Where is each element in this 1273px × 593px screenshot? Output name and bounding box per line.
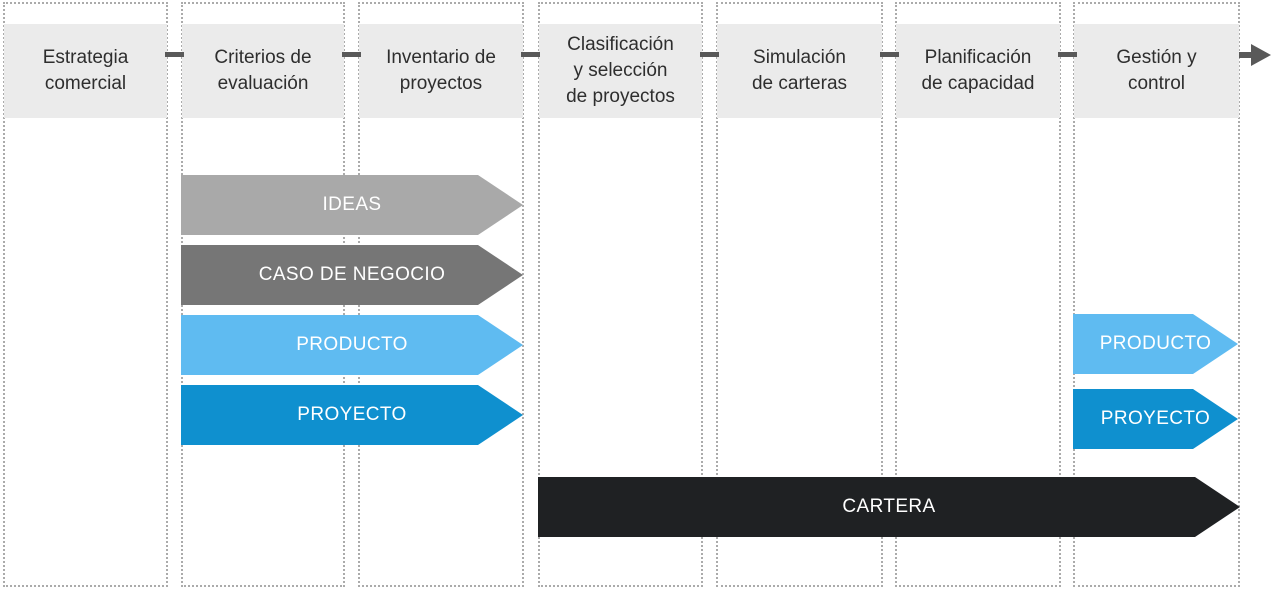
arrow-right-icon	[1239, 52, 1254, 58]
stage-header-planificacion-de-capacidad: Planificación de capacidad	[896, 24, 1060, 118]
bar-label: PRODUCTO	[296, 334, 408, 355]
connector-dash-icon	[880, 52, 899, 57]
column-clasificacion-y-seleccion: Clasificación y selección de proyectos	[538, 2, 703, 587]
bar-producto-left: PRODUCTO	[181, 315, 523, 375]
arrow-right-icon	[1251, 44, 1271, 66]
bar-label: CASO DE NEGOCIO	[258, 264, 446, 285]
stage-header-estrategia-comercial: Estrategia comercial	[4, 24, 167, 118]
connector-dash-icon	[1058, 52, 1077, 57]
bar-label: PRODUCTO	[1099, 333, 1212, 354]
bar-cartera: CARTERA	[538, 477, 1240, 537]
bar-caso-de-negocio: CASO DE NEGOCIO	[181, 245, 523, 305]
column-estrategia-comercial: Estrategia comercial	[3, 2, 168, 587]
stage-header-clasificacion-y-seleccion: Clasificación y selección de proyectos	[539, 24, 702, 118]
stage-header-gestion-y-control: Gestión y control	[1074, 24, 1239, 118]
bar-label: IDEAS	[322, 194, 382, 215]
bar-ideas: IDEAS	[181, 175, 523, 235]
bar-proyecto-left: PROYECTO	[181, 385, 523, 445]
connector-dash-icon	[342, 52, 361, 57]
column-simulacion-de-carteras: Simulación de carteras	[716, 2, 883, 587]
column-gestion-y-control: Gestión y control	[1073, 2, 1240, 587]
connector-dash-icon	[521, 52, 540, 57]
connector-dash-icon	[165, 52, 184, 57]
connector-dash-icon	[700, 52, 719, 57]
stage-header-criterios-de-evaluacion: Criterios de evaluación	[182, 24, 344, 118]
bar-label: PROYECTO	[297, 404, 407, 425]
stage-header-inventario-de-proyectos: Inventario de proyectos	[359, 24, 523, 118]
column-planificacion-de-capacidad: Planificación de capacidad	[895, 2, 1061, 587]
column-inventario-de-proyectos: Inventario de proyectos	[358, 2, 524, 587]
bar-label: PROYECTO	[1100, 408, 1211, 429]
bar-label: CARTERA	[842, 496, 936, 517]
stage-header-simulacion-de-carteras: Simulación de carteras	[717, 24, 882, 118]
